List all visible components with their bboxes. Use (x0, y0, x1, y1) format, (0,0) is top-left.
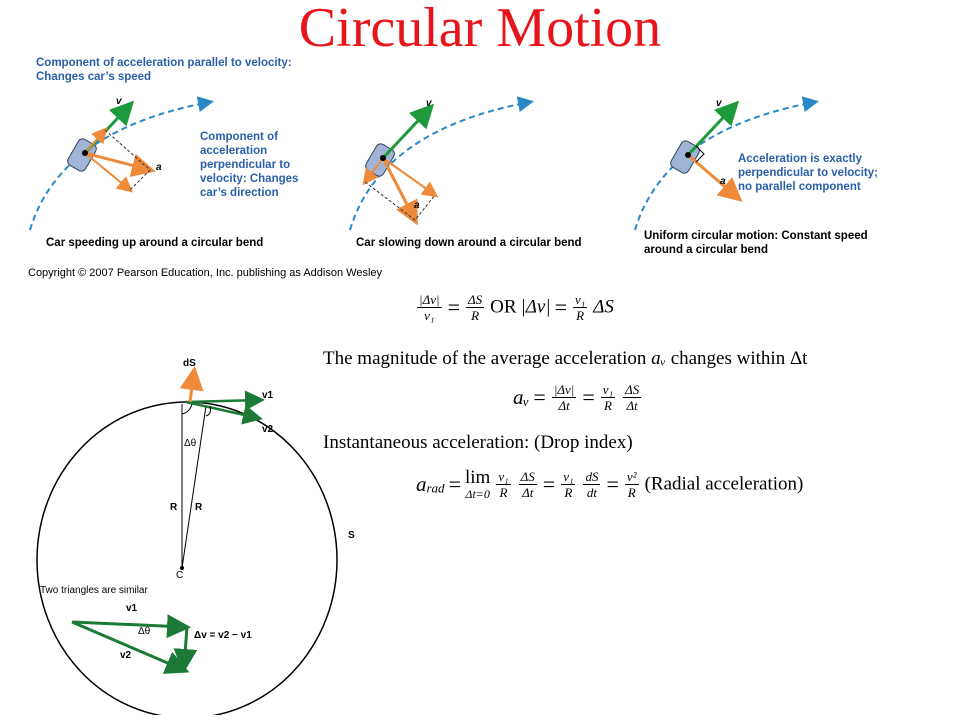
vector-v-label: v (426, 98, 432, 109)
circle-diagram (36, 366, 338, 715)
tri-v2-arrow (71, 620, 190, 674)
panel3-caption: Uniform circular motion: Constant speed … (644, 230, 868, 256)
ds-label: dS (183, 358, 196, 369)
instantaneous-text: Instantaneous acceleration: (Drop index) (323, 432, 633, 453)
vector-a-label: a (156, 162, 162, 173)
arc-label: S (348, 530, 355, 541)
tri-v1-arrow (71, 614, 191, 639)
vector-a-label: a (720, 176, 726, 187)
avg-acceleration-text: The magnitude of the average acceleratio… (323, 348, 808, 369)
similar-triangles-text: Two triangles are similar (40, 585, 148, 596)
panel1-diagram (29, 96, 214, 231)
panel1-caption: Car speeding up around a circular bend (46, 237, 264, 249)
tri-v1-label: v1 (126, 603, 138, 614)
panel2-caption: Car slowing down around a circular bend (356, 237, 582, 249)
v1-label: v1 (262, 390, 274, 401)
tri-dtheta-label: Δθ (138, 626, 151, 637)
panel3-diagram (634, 96, 819, 231)
copyright-text: Copyright © 2007 Pearson Education, Inc.… (28, 267, 383, 279)
tri-v2-label: v2 (120, 650, 132, 661)
car-figure (29, 96, 819, 231)
vector-v-label: v (716, 98, 722, 109)
dtheta-label: Δθ (184, 438, 197, 449)
vector-v-label: v (116, 96, 122, 107)
panel1-top-label: Component of acceleration parallel to ve… (36, 57, 292, 83)
radius-label-right: R (195, 502, 203, 513)
tri-dv-arrow (173, 626, 198, 673)
radius-label-left: R (170, 502, 178, 513)
panel3-side-label: Acceleration is exactly perpendicular to… (738, 153, 878, 193)
panel1-side-label: Component of acceleration perpendicular … (200, 131, 299, 199)
path-dashed (29, 96, 214, 231)
panel2-diagram (349, 96, 534, 231)
center-label: C (176, 570, 184, 581)
page-title: Circular Motion (298, 0, 662, 59)
vector-a-label: a (414, 200, 420, 211)
v2-label: v2 (262, 424, 274, 435)
tri-dv-label: Δv = v2 − v1 (194, 630, 252, 641)
